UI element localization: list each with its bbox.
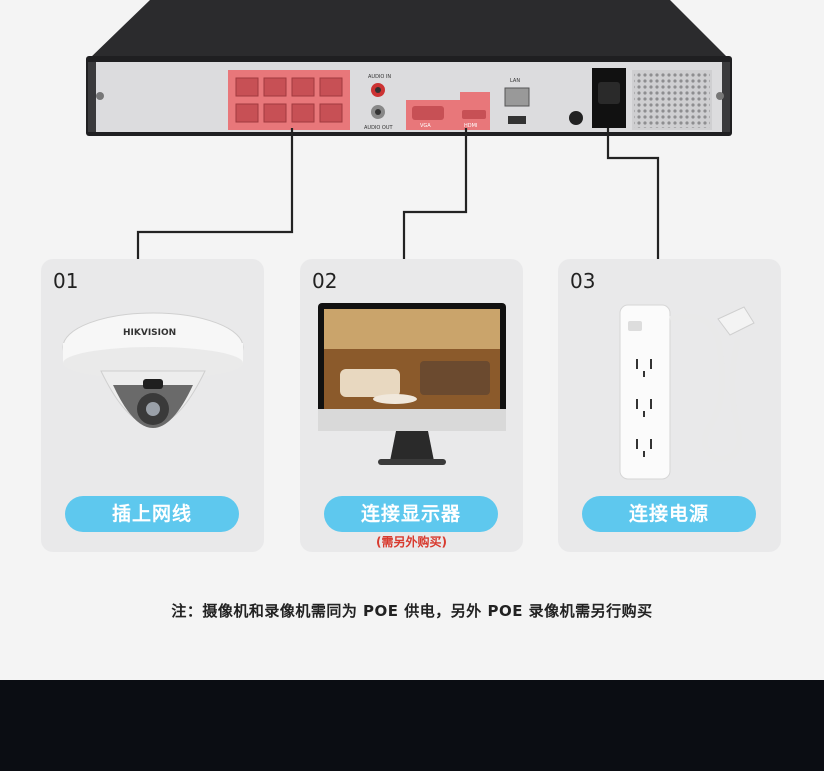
step-label-pill: 连接电源 xyxy=(582,496,756,532)
card-power: 03 连接电源 xyxy=(558,259,781,552)
hdmi-label: HDMI xyxy=(464,123,477,129)
power-strip-image xyxy=(619,304,755,480)
step-label-pill: 连接显示器 xyxy=(324,496,498,532)
card-number: 02 xyxy=(312,269,338,293)
lan-port xyxy=(504,87,530,107)
card-number: 01 xyxy=(53,269,79,293)
power-button xyxy=(569,111,583,125)
vga-label: VGA xyxy=(420,123,431,129)
step-label-pill: 插上网线 xyxy=(65,496,239,532)
hdmi-port xyxy=(462,110,486,119)
footer-band xyxy=(0,680,824,771)
footnote: 注：摄像机和录像机需同为 POE 供电，另外 POE 录像机需另行购买 xyxy=(171,602,653,620)
purchase-note: (需另外购买) xyxy=(376,535,447,549)
audio-out-label: AUDIO OUT xyxy=(364,125,394,131)
nvr-recorder: AUDIO IN AUDIO OUT VGA HDMI LAN xyxy=(86,0,732,136)
vga-port xyxy=(412,106,444,120)
poe-ports xyxy=(235,77,343,123)
audio-in-label: AUDIO IN xyxy=(368,74,391,80)
monitor-image xyxy=(318,303,506,465)
illustration-stage: AUDIO IN AUDIO OUT VGA HDMI LAN xyxy=(41,0,781,620)
nvr-lid xyxy=(88,0,730,60)
card-network-cable: 01 HIKVISION 插上网线 xyxy=(41,259,264,552)
usb-port xyxy=(508,116,526,124)
card-number: 03 xyxy=(570,269,596,293)
dome-camera-image: HIKVISION xyxy=(62,312,244,428)
camera-brand: HIKVISION xyxy=(123,328,176,338)
card-monitor: 02 连接显示器 (需另外购买) xyxy=(300,259,523,552)
lan-label: LAN xyxy=(510,78,520,84)
